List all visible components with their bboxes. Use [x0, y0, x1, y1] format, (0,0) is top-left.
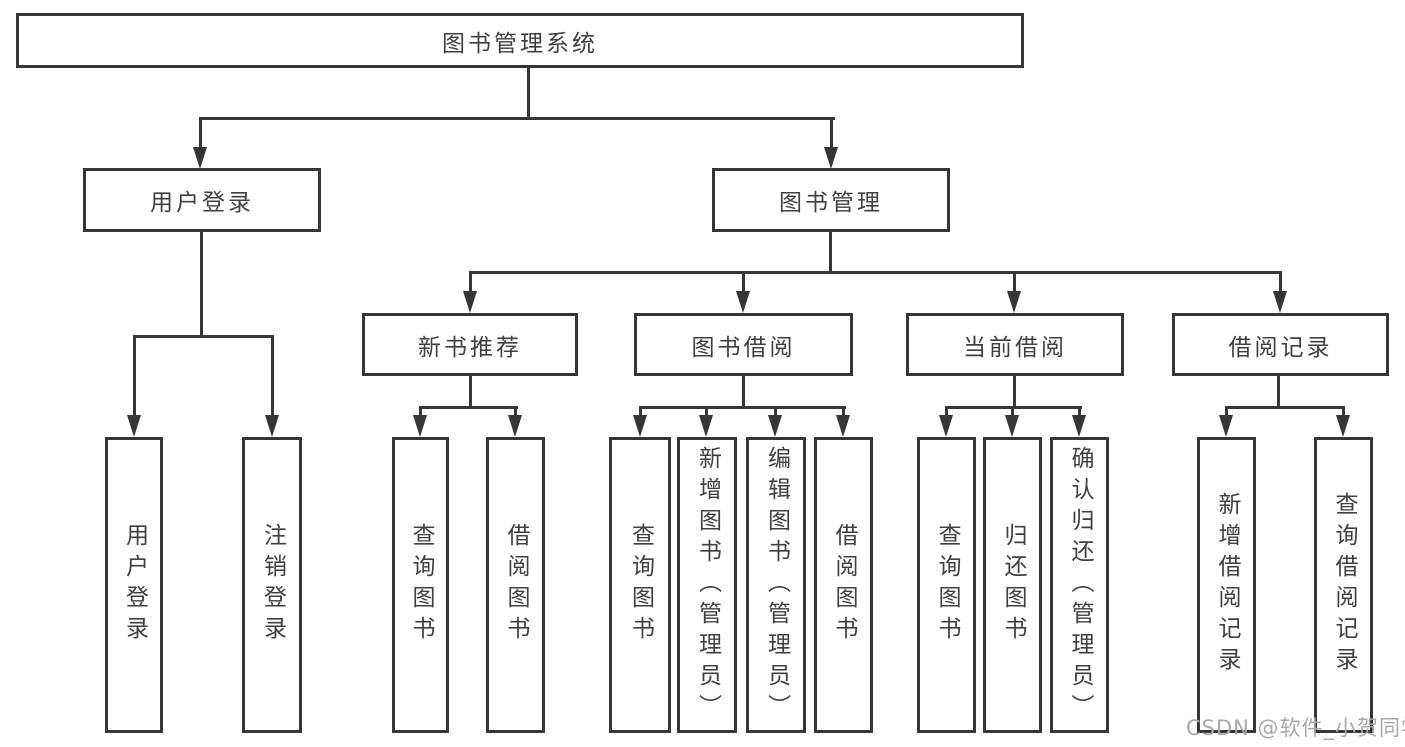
- connector-user-login-trunk: [200, 232, 203, 338]
- leaf-edit-books-admin-box: 编辑图书（管理员）: [746, 437, 806, 733]
- leaf-logout-box: 注销登录: [242, 437, 302, 733]
- connector-drop-book-management: [830, 117, 833, 150]
- arrow-down-icon: [508, 415, 522, 437]
- connector-level2-bar: [199, 117, 835, 120]
- connector-root-trunk: [527, 68, 530, 119]
- node-new-book-recommendation-box: 新书推荐: [362, 313, 578, 376]
- arrow-down-icon: [193, 147, 207, 169]
- node-user-login-box: 用户登录: [83, 168, 321, 232]
- arrow-down-icon: [265, 415, 279, 437]
- arrow-down-icon: [633, 415, 647, 437]
- leaf-query-borrow-record-box: 查询借阅记录: [1314, 437, 1373, 733]
- connector-drop-leaf: [842, 406, 845, 417]
- arrow-down-icon: [1005, 415, 1019, 437]
- connector-drop-leaf: [1342, 406, 1345, 417]
- node-borrowing-records-box: 借阅记录: [1172, 313, 1389, 376]
- connector-drop-leaf: [945, 406, 948, 417]
- node-root-box: 图书管理系统: [16, 13, 1024, 68]
- leaf-query-books-3-box: 查询图书: [917, 437, 976, 733]
- arrow-down-icon: [736, 291, 750, 313]
- node-book-borrowing-box: 图书借阅: [634, 313, 853, 376]
- connector-drop-user-login: [199, 117, 202, 150]
- leaf-borrow-books-1-box: 借阅图书: [486, 437, 545, 733]
- connector-borrowing-records-trunk: [1277, 376, 1280, 408]
- arrow-down-icon: [939, 415, 953, 437]
- connector-drop-leaf: [774, 406, 777, 417]
- arrow-down-icon: [768, 415, 782, 437]
- arrow-down-icon: [463, 291, 477, 313]
- leaf-add-books-admin-box: 新增图书（管理员）: [677, 437, 737, 733]
- connector-current-borrowing-trunk: [1013, 376, 1016, 408]
- arrow-down-icon: [1007, 291, 1021, 313]
- connector-drop-leaf: [419, 406, 422, 417]
- leaf-add-borrow-record-box: 新增借阅记录: [1197, 437, 1256, 733]
- connector-drop-new-book: [469, 271, 472, 293]
- connector-user-login-bar: [133, 335, 274, 338]
- node-current-borrowing-box: 当前借阅: [906, 313, 1124, 376]
- connector-drop-leaf: [1078, 406, 1081, 417]
- connector-book-borrowing-bar: [639, 406, 846, 409]
- connector-new-book-trunk: [469, 376, 472, 408]
- connector-drop-leaf-logout: [271, 335, 274, 417]
- connector-new-book-bar: [419, 406, 518, 409]
- arrow-down-icon: [836, 415, 850, 437]
- connector-drop-borrowing-records: [1279, 271, 1282, 293]
- connector-level3-bar: [469, 271, 1282, 274]
- arrow-down-icon: [1219, 415, 1233, 437]
- arrow-down-icon: [1273, 291, 1287, 313]
- arrow-down-icon: [699, 415, 713, 437]
- connector-drop-leaf: [1225, 406, 1228, 417]
- leaf-query-books-1-box: 查询图书: [392, 437, 449, 733]
- connector-drop-leaf-user-login: [133, 335, 136, 417]
- arrow-down-icon: [1336, 415, 1350, 437]
- connector-drop-leaf: [705, 406, 708, 417]
- connector-book-borrowing-trunk: [742, 376, 745, 408]
- arrow-down-icon: [824, 147, 838, 169]
- connector-drop-leaf: [514, 406, 517, 417]
- leaf-return-books-box: 归还图书: [983, 437, 1042, 733]
- leaf-query-books-2-box: 查询图书: [609, 437, 671, 733]
- csdn-watermark: CSDN @软件_小贺同学: [1186, 716, 1405, 740]
- connector-drop-leaf: [639, 406, 642, 417]
- arrow-down-icon: [127, 415, 141, 437]
- connector-book-management-trunk: [829, 232, 832, 274]
- connector-drop-leaf: [1011, 406, 1014, 417]
- leaf-confirm-return-admin-box: 确认归还（管理员）: [1050, 437, 1109, 733]
- node-book-management-box: 图书管理: [712, 168, 950, 232]
- arrow-down-icon: [413, 415, 427, 437]
- leaf-borrow-books-2-box: 借阅图书: [814, 437, 873, 733]
- connector-drop-current-borrowing: [1013, 271, 1016, 293]
- leaf-user-login-box: 用户登录: [105, 437, 163, 733]
- connector-drop-book-borrowing: [742, 271, 745, 293]
- connector-borrowing-records-bar: [1225, 406, 1345, 409]
- arrow-down-icon: [1072, 415, 1086, 437]
